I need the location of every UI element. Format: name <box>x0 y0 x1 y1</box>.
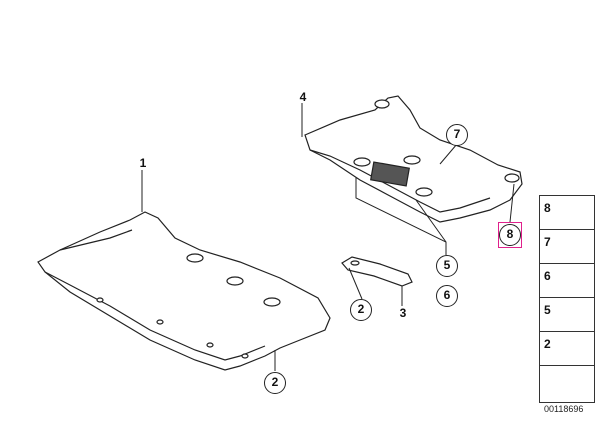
legend-row-6[interactable]: 6 <box>540 264 594 298</box>
legend-row-7[interactable]: 7 <box>540 230 594 264</box>
fastener-legend-panel: 8 7 6 5 2 <box>539 195 595 403</box>
highlighted-callout-8-frame[interactable]: 8 <box>498 222 522 248</box>
bracket <box>341 256 413 287</box>
callout-4: 4 <box>299 90 307 104</box>
legend-row-8[interactable]: 8 <box>540 196 594 230</box>
callout-2-bracket: 2 <box>350 299 372 321</box>
legend-number: 8 <box>544 201 551 215</box>
upper-shield <box>304 95 523 223</box>
legend-number: 6 <box>544 269 551 283</box>
callout-8: 8 <box>499 224 521 246</box>
legend-number: 5 <box>544 303 551 317</box>
legend-row-5[interactable]: 5 <box>540 298 594 332</box>
underbody-shield <box>37 211 331 371</box>
document-id: 00118696 <box>544 404 584 414</box>
legend-number: 2 <box>544 337 551 351</box>
legend-row-2[interactable]: 2 <box>540 332 594 366</box>
callout-5: 5 <box>436 255 458 277</box>
callout-7: 7 <box>446 124 468 146</box>
legend-number: 7 <box>544 235 551 249</box>
callout-1: 1 <box>139 156 147 170</box>
callout-3: 3 <box>399 306 407 320</box>
callout-6: 6 <box>436 285 458 307</box>
leader-lines <box>141 103 515 371</box>
callout-2-lower: 2 <box>264 372 286 394</box>
